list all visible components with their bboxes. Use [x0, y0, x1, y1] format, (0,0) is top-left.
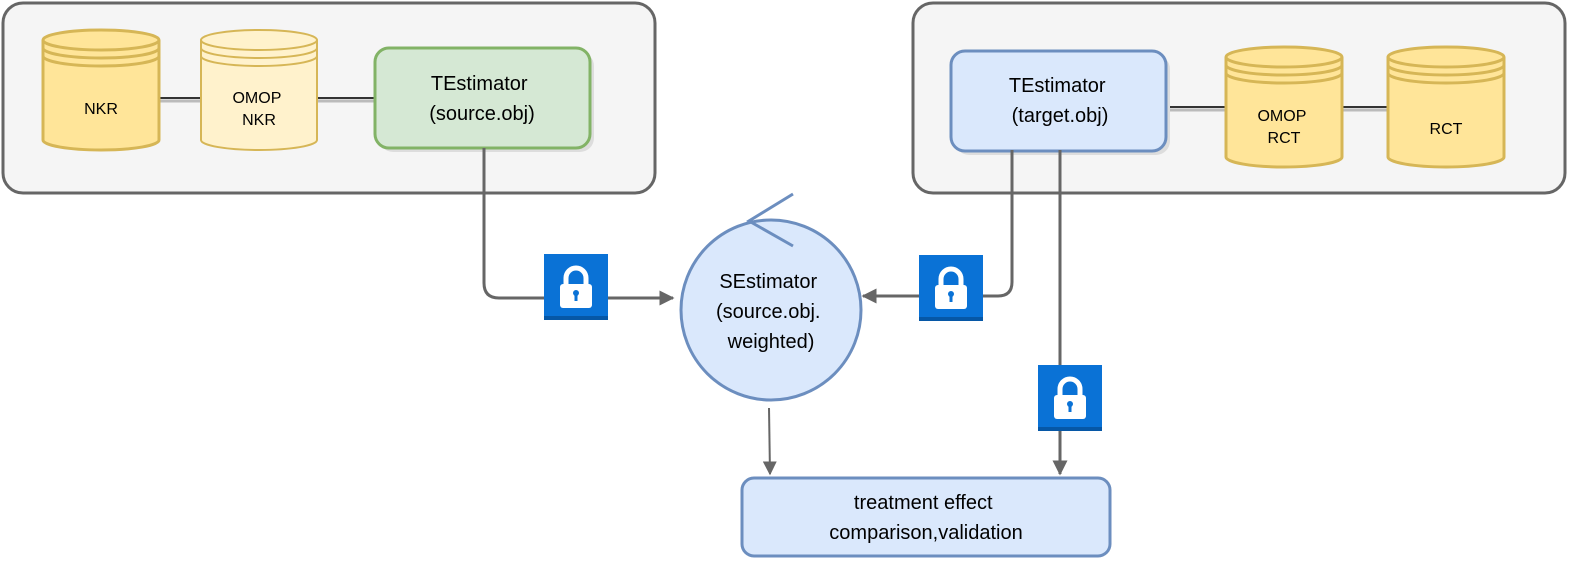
database-omop-nkr: OMOP NKR [200, 29, 318, 151]
se-estimator-label: SEstimator (source.obj. weighted) [716, 271, 826, 353]
result-label: treatment effect comparison,validation [829, 492, 1022, 544]
connector-target-to-se [861, 150, 1014, 304]
se-estimator: SEstimator (source.obj. weighted) [679, 192, 863, 402]
lock-icon [919, 255, 983, 321]
target-estimator: TEstimator (target.obj) [949, 49, 1170, 155]
database-omop-nkr-label: OMOP NKR [232, 90, 285, 129]
target-estimator-label: TEstimator (target.obj) [1009, 75, 1111, 127]
database-omop-rct-label: OMOP RCT [1257, 108, 1310, 147]
database-rct: RCT [1386, 45, 1506, 169]
database-nkr-label: NKR [84, 101, 118, 118]
database-rct-label: RCT [1430, 121, 1463, 138]
connector-se-to-result [762, 407, 777, 476]
cycle-arrow-icon [746, 192, 794, 248]
connector-source-to-se [482, 148, 675, 306]
lock-icon [544, 254, 608, 320]
lock-icon [1038, 365, 1102, 431]
database-omop-rct: OMOP RCT [1224, 45, 1344, 169]
database-nkr: NKR [41, 28, 161, 152]
source-estimator-label: TEstimator (source.obj) [429, 73, 535, 125]
source-estimator: TEstimator (source.obj) [373, 46, 594, 152]
result-box: treatment effect comparison,validation [740, 476, 1112, 558]
